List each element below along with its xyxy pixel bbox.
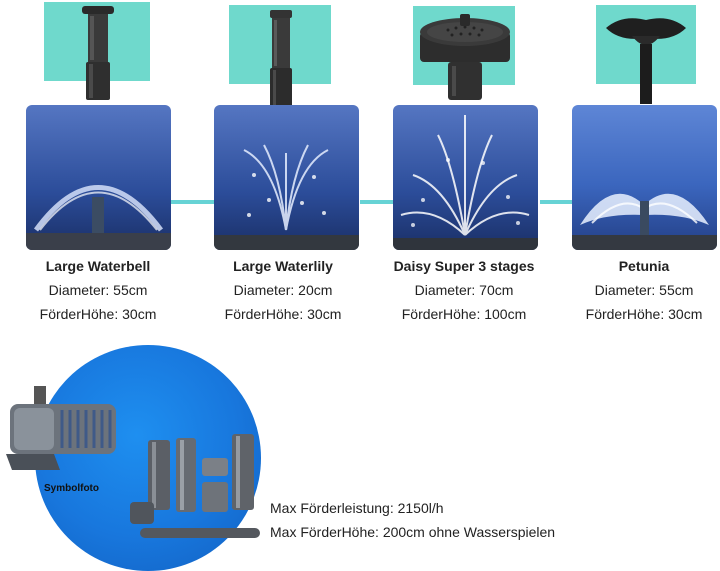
product-height: FörderHöhe: 30cm xyxy=(224,306,342,322)
product-card-waterlily: Large Waterlily Diameter: 20cm FörderHöh… xyxy=(193,254,373,326)
product-name: Petunia xyxy=(618,258,670,274)
daisy-nozzle-image xyxy=(420,14,510,100)
product-height: FörderHöhe: 100cm xyxy=(401,306,527,322)
symbol-photo-label: Symbolfoto xyxy=(44,483,99,494)
product-name: Large Waterbell xyxy=(45,258,151,274)
daisy-photo xyxy=(393,105,538,250)
waterbell-nozzle-image xyxy=(82,6,114,100)
product-diameter: Diameter: 55cm xyxy=(594,282,694,298)
petunia-photo xyxy=(572,105,717,250)
product-card-waterbell: Large Waterbell Diameter: 55cm FörderHöh… xyxy=(8,254,188,326)
product-diameter: Diameter: 70cm xyxy=(414,282,514,298)
product-card-petunia: Petunia Diameter: 55cm FörderHöhe: 30cm xyxy=(554,254,720,326)
pump-accessories-image xyxy=(130,434,260,538)
waterlily-photo xyxy=(214,105,359,250)
product-name: Daisy Super 3 stages xyxy=(393,258,535,274)
product-diameter: Diameter: 55cm xyxy=(48,282,148,298)
max-flow-rate: Max Förderleistung: 2150l/h xyxy=(270,500,444,516)
product-diameter: Diameter: 20cm xyxy=(233,282,333,298)
connector-line-3 xyxy=(540,200,572,204)
product-card-daisy: Daisy Super 3 stages Diameter: 70cm Förd… xyxy=(374,254,554,326)
petunia-nozzle-image xyxy=(606,18,686,104)
connector-line-2 xyxy=(360,200,395,204)
connector-line-1 xyxy=(170,200,215,204)
waterbell-photo xyxy=(26,105,171,250)
waterlily-nozzle-image xyxy=(270,10,292,108)
product-name: Large Waterlily xyxy=(233,258,333,274)
pump-image xyxy=(6,386,116,470)
max-head-height: Max FörderHöhe: 200cm ohne Wasserspielen xyxy=(270,524,556,540)
product-height: FörderHöhe: 30cm xyxy=(585,306,703,322)
pump-specs: Max Förderleistung: 2150l/h Max FörderHö… xyxy=(270,496,555,544)
product-height: FörderHöhe: 30cm xyxy=(39,306,157,322)
